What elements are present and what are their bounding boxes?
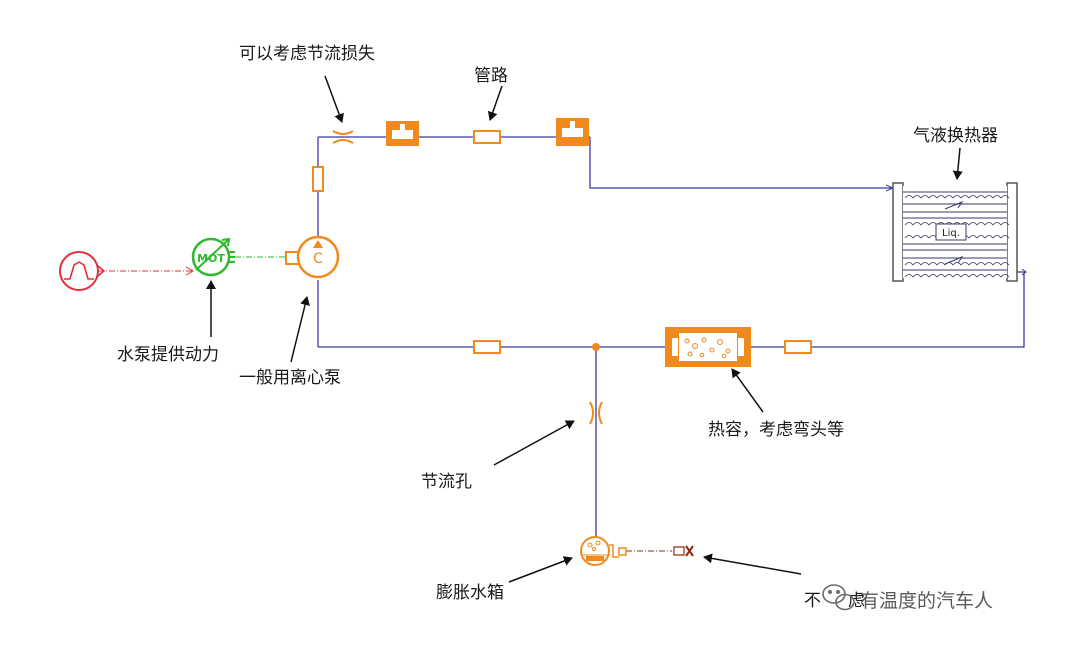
- orifice-icon[interactable]: [589, 401, 603, 425]
- pipe-element-bottom-right[interactable]: [784, 340, 812, 354]
- signal-source-icon[interactable]: [59, 251, 106, 291]
- annotation-arrows: [206, 75, 963, 583]
- pump-label: C: [313, 251, 323, 267]
- label-centrifugal-pump: 一般用离心泵: [239, 368, 341, 388]
- label-heat-capacity: 热容，考虑弯头等: [708, 420, 844, 440]
- label-gas-liquid-hx: 气液换热器: [913, 126, 998, 146]
- expansion-tank-icon[interactable]: [580, 536, 627, 566]
- pipe-element-top[interactable]: [473, 130, 501, 144]
- motor-label: MOT: [197, 252, 225, 265]
- watermark: 有温度的汽车人: [822, 584, 993, 612]
- signal-lines: [98, 256, 672, 552]
- watermark-text: 有温度的汽车人: [860, 590, 993, 612]
- label-orifice: 节流孔: [421, 472, 472, 492]
- thermal-mass-block-1[interactable]: [386, 121, 419, 146]
- label-pump-power: 水泵提供动力: [117, 345, 219, 365]
- thermal-mass-block-2[interactable]: [556, 118, 589, 146]
- pressure-cap-icon[interactable]: [673, 545, 694, 557]
- motor-icon[interactable]: MOT: [191, 237, 235, 277]
- label-pipe: 管路: [474, 66, 508, 86]
- heat-exchanger-icon[interactable]: Liq.: [892, 182, 1027, 282]
- heat-capacity-block[interactable]: [665, 327, 751, 367]
- pump-icon[interactable]: C: [285, 235, 340, 279]
- throttle-valve-icon[interactable]: [332, 130, 354, 144]
- pipe-element-vertical[interactable]: [312, 166, 324, 192]
- wechat-logo-icon: [822, 584, 855, 611]
- hx-label: Liq.: [942, 228, 960, 239]
- label-expansion-tank: 膨胀水箱: [436, 583, 504, 603]
- pipe-element-bottom-left[interactable]: [473, 340, 501, 354]
- junction-node: [592, 343, 600, 351]
- label-partial-left: 不: [804, 591, 821, 611]
- label-throttle-loss: 可以考虑节流损失: [239, 44, 375, 64]
